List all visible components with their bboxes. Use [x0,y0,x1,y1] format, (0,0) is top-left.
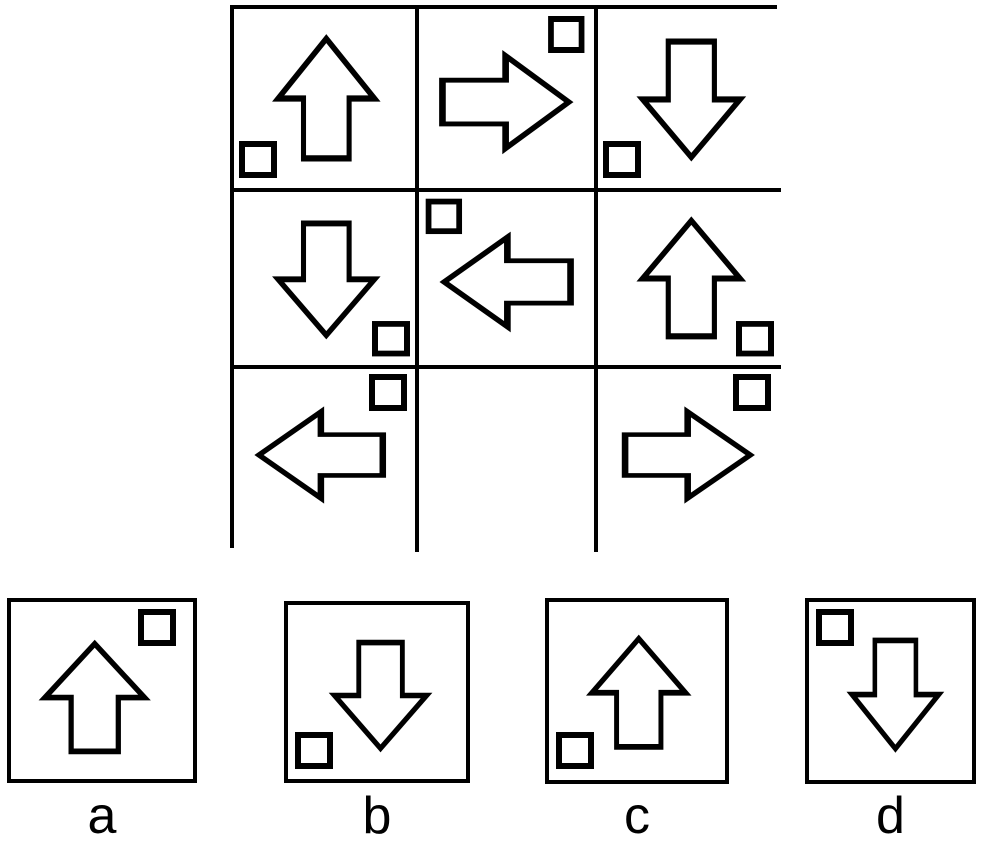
square-marker-bottom-left-icon [549,602,725,780]
arrow-down-icon [809,602,972,780]
matrix-grid [230,5,781,552]
matrix-cell-r2c3[interactable] [598,188,781,369]
option-a-label: a [87,787,117,845]
option-b-label: b [362,787,392,845]
square-marker-bottom-left-icon [598,9,781,188]
arrow-down-icon [234,192,415,365]
arrow-down-icon [288,605,466,779]
square-marker-bottom-right-icon [598,192,781,365]
matrix-cell-r2c2[interactable] [415,188,598,369]
arrow-left-icon [419,192,594,365]
square-marker-top-right-icon [234,369,415,552]
matrix-cell-r3c2-empty[interactable] [415,369,598,552]
arrow-left-icon [234,369,415,552]
matrix-cell-r3c1[interactable] [234,369,415,552]
square-marker-bottom-left-icon [234,9,415,188]
arrow-up-icon [11,602,193,779]
square-marker-top-right-icon [11,602,193,779]
option-c[interactable] [545,598,729,784]
option-b[interactable] [284,601,470,783]
square-marker-bottom-right-icon [234,192,415,365]
option-d-label: d [876,787,905,845]
matrix-cell-r2c1[interactable] [234,188,415,369]
option-c-label: c [624,787,650,845]
arrow-right-icon [419,9,594,188]
matrix-cell-r3c3[interactable] [598,369,781,552]
matrix-cell-r1c1[interactable] [234,9,415,188]
arrow-up-icon [234,9,415,188]
option-a[interactable] [7,598,197,783]
arrow-down-icon [598,9,781,188]
square-marker-top-right-icon [419,9,594,188]
matrix-cell-r1c3[interactable] [598,9,781,188]
option-d[interactable] [805,598,976,784]
square-marker-top-left-icon [809,602,972,780]
arrow-right-icon [598,369,781,552]
arrow-up-icon [598,192,781,365]
square-marker-top-right-icon [598,369,781,552]
square-marker-top-left-icon [419,192,594,365]
matrix-cell-r1c2[interactable] [415,9,598,188]
square-marker-bottom-left-icon [288,605,466,779]
arrow-up-icon [549,602,725,780]
